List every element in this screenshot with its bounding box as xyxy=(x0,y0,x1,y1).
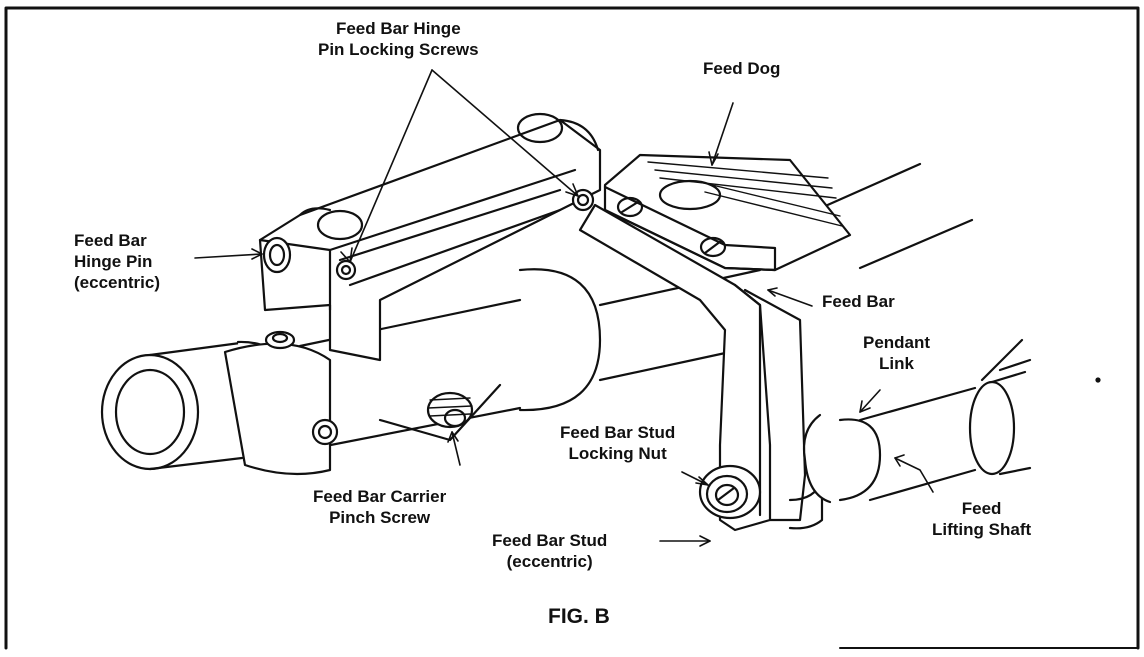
label-feed-dog: Feed Dog xyxy=(703,59,781,78)
upper-shaft-line-2 xyxy=(858,218,974,270)
label-hinge-pin: Feed Bar Hinge Pin (eccentric) xyxy=(74,231,160,292)
stud-part xyxy=(698,464,824,530)
feed-dog-part xyxy=(603,153,852,272)
frame-border xyxy=(4,6,1140,650)
lifting-shaft-part xyxy=(802,338,1032,504)
pinch-screw-part xyxy=(378,383,502,442)
label-pendant-link: Pendant Link xyxy=(863,333,931,373)
feed-bar-arm xyxy=(578,203,807,532)
label-stud: Feed Bar Stud (eccentric) xyxy=(492,531,608,571)
hinge-pin-part xyxy=(262,188,595,281)
feed-bar-carrier xyxy=(258,112,602,362)
label-feed-bar: Feed Bar xyxy=(822,292,895,311)
label-stud-locking-nut: Feed Bar Stud Locking Nut xyxy=(560,423,676,463)
label-lifting-shaft: Feed Lifting Shaft xyxy=(932,499,1032,539)
label-hinge-pin-locking-screws: Feed Bar Hinge Pin Locking Screws xyxy=(318,19,479,59)
leader-lines xyxy=(194,69,934,547)
collar xyxy=(223,330,339,476)
figure-caption: FIG. B xyxy=(548,605,610,628)
stray-dot xyxy=(1095,377,1101,383)
label-carrier-pinch-screw: Feed Bar Carrier Pinch Screw xyxy=(313,487,447,527)
